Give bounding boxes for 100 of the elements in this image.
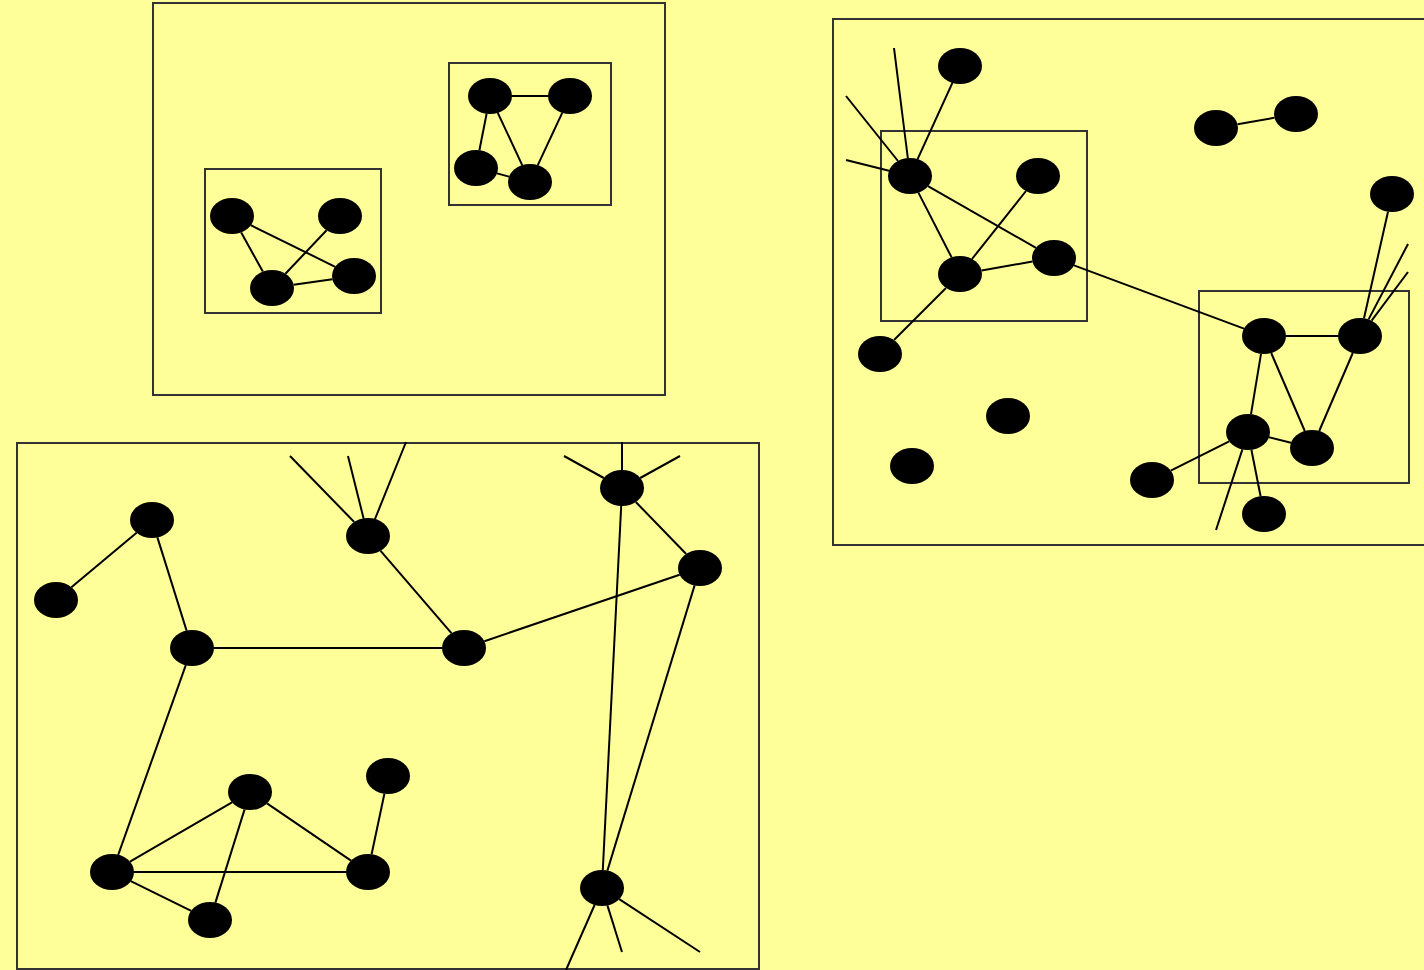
edge-line (70, 531, 138, 589)
group-frame (448, 62, 612, 206)
node-dot (1370, 176, 1414, 212)
node-dot (228, 774, 272, 810)
edge-line (156, 536, 188, 632)
edge-line (240, 231, 264, 273)
edge-line (374, 441, 407, 520)
node-dot (858, 336, 902, 372)
node-dot (468, 78, 512, 114)
node-dot (1194, 110, 1238, 146)
edge-line (129, 880, 193, 912)
edge-line (606, 584, 696, 872)
node-dot (548, 78, 592, 114)
node-dot (188, 902, 232, 938)
edge-line (1268, 436, 1292, 444)
group-frame (880, 130, 1088, 322)
node-dot (34, 582, 78, 618)
node-dot (1290, 430, 1334, 466)
edge-line (639, 455, 681, 479)
edge-line (1073, 264, 1245, 330)
edge-line (266, 802, 352, 862)
group-frame (1198, 290, 1410, 484)
node-dot (890, 448, 934, 484)
edge-line (347, 455, 365, 520)
edge-line (606, 904, 623, 953)
node-dot (90, 854, 134, 890)
node-dot (1016, 158, 1060, 194)
node-dot (1226, 414, 1270, 450)
node-dot (366, 758, 410, 794)
edge-line (213, 647, 443, 649)
node-dot (1242, 496, 1286, 532)
edge-line (1367, 243, 1409, 321)
edge-line (370, 792, 386, 856)
node-dot (454, 150, 498, 186)
edge-line (511, 95, 549, 97)
edge-line (893, 47, 909, 159)
node-dot (888, 158, 932, 194)
node-dot (442, 630, 486, 666)
edge-line (133, 871, 347, 873)
node-dot (1032, 240, 1076, 276)
node-dot (1338, 318, 1382, 354)
edge-line (478, 112, 488, 152)
group-frame (152, 2, 666, 396)
group-frame (204, 168, 382, 314)
node-dot (938, 256, 982, 292)
edge-line (618, 898, 701, 953)
edge-line (1250, 352, 1262, 416)
node-dot (1274, 96, 1318, 132)
node-dot (170, 630, 214, 666)
edge-line (916, 81, 954, 161)
edge-line (1270, 352, 1306, 432)
edge-line (129, 801, 233, 863)
edge-line (927, 185, 1037, 249)
node-dot (678, 550, 722, 586)
edge-line (845, 95, 899, 162)
edge-line (980, 260, 1034, 272)
node-dot (986, 398, 1030, 434)
edge-line (214, 808, 246, 904)
edge-line (289, 455, 356, 523)
edge-line (117, 664, 187, 856)
node-dot (346, 518, 390, 554)
node-dot (318, 198, 362, 234)
edge-line (1169, 440, 1231, 472)
edge-line (601, 505, 623, 871)
edge-line (284, 229, 328, 275)
edge-line (917, 191, 953, 259)
edge-line (292, 278, 334, 286)
node-dot (600, 470, 644, 506)
edge-line (1285, 335, 1339, 337)
node-dot (1130, 462, 1174, 498)
node-dot (580, 870, 624, 906)
edge-line (483, 573, 681, 643)
edge-line (845, 159, 890, 172)
edge-line (1250, 448, 1262, 498)
group-frame (832, 18, 1424, 546)
edge-line (634, 501, 688, 555)
node-dot (250, 270, 294, 306)
edge-line (379, 549, 453, 635)
node-dot (1242, 318, 1286, 354)
node-dot (332, 258, 376, 294)
edge-line (563, 455, 605, 479)
edge-line (536, 111, 564, 167)
edge-line (1236, 116, 1276, 126)
edge-line (249, 224, 337, 268)
node-dot (210, 198, 254, 234)
edge-line (1370, 271, 1409, 322)
group-frame (16, 442, 760, 970)
edge-line (621, 441, 623, 471)
edge-line (565, 904, 596, 970)
node-dot (508, 164, 552, 200)
edge-line (1363, 210, 1389, 320)
edge-line (496, 172, 510, 178)
node-dot (938, 48, 982, 84)
node-dot (130, 502, 174, 538)
node-dot (346, 854, 390, 890)
edge-line (1318, 352, 1354, 432)
edge-line (971, 190, 1027, 260)
edge-line (1215, 448, 1244, 531)
edge-line (893, 287, 947, 341)
edge-line (496, 111, 524, 167)
